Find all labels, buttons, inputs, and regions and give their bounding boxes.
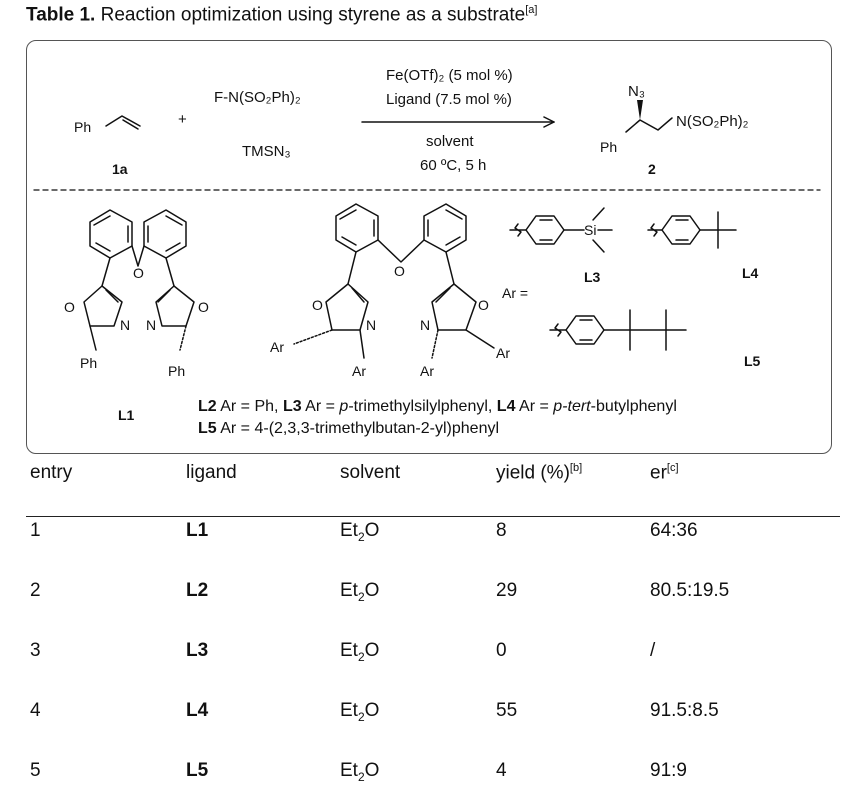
- l2-o-left: O: [312, 297, 323, 313]
- l2-structure: [293, 203, 495, 359]
- reagent-nfsi: F-N(SO₂Ph)₂: [214, 89, 301, 106]
- header-er: er[c]: [650, 462, 679, 484]
- header-yield: yield (%)[b]: [496, 462, 583, 484]
- l1-o-left: O: [64, 299, 75, 315]
- l2-o-bridge: O: [394, 263, 405, 279]
- product-n3: N₃: [628, 83, 645, 100]
- l3-label: L3: [584, 269, 601, 285]
- l2-n-left: N: [366, 317, 376, 333]
- cell-er: 91:9: [650, 760, 687, 781]
- reagent-tmsn3: TMSN₃: [242, 143, 291, 160]
- header-ligand: ligand: [186, 462, 237, 483]
- header-rule: [26, 516, 840, 517]
- condition-solvent: solvent: [426, 133, 474, 150]
- cell-entry: 3: [30, 640, 41, 661]
- cell-er: 80.5:19.5: [650, 580, 730, 601]
- l3-si: Si: [584, 222, 596, 238]
- cell-entry: 1: [30, 520, 41, 541]
- cell-ligand: L1: [186, 520, 209, 541]
- table-caption: Table 1. Reaction optimization using sty…: [26, 4, 537, 26]
- l2-n-right: N: [420, 317, 430, 333]
- l3-structure: [509, 207, 613, 253]
- l1-ph-right: Ph: [168, 363, 185, 379]
- l4-structure: [647, 211, 737, 249]
- cell-yield: 0: [496, 640, 507, 661]
- styrene-bonds: [105, 115, 141, 130]
- caption-label: Table 1.: [26, 4, 96, 26]
- l2-ar-3: Ar: [420, 363, 434, 379]
- cell-yield: 55: [496, 700, 518, 721]
- results-table: entry ligand solvent yield (%)[b] er[c] …: [0, 456, 846, 787]
- product-bonds: [625, 117, 673, 133]
- cell-yield: 29: [496, 580, 518, 601]
- cell-entry: 5: [30, 760, 41, 781]
- l1-label: L1: [118, 407, 135, 423]
- cell-ligand: L3: [186, 640, 209, 661]
- l2-o-right: O: [478, 297, 489, 313]
- l1-n-left: N: [120, 317, 130, 333]
- cell-solvent: Et2O: [340, 580, 380, 604]
- ligand-legend-line-1: L2 Ar = Ph, L3 Ar = p-trimethylsilylphen…: [198, 398, 677, 415]
- caption-footnote: [a]: [525, 4, 538, 16]
- cell-ligand: L4: [186, 700, 209, 721]
- ar-equals: Ar =: [502, 285, 528, 301]
- l5-structure: [549, 309, 687, 351]
- condition-catalyst: Fe(OTf)₂ (5 mol %): [386, 67, 513, 84]
- cell-solvent: Et2O: [340, 700, 380, 724]
- l2-ar-1: Ar: [270, 339, 284, 355]
- cell-ligand: L2: [186, 580, 209, 601]
- substrate-label: 1a: [112, 161, 128, 177]
- condition-ligand: Ligand (7.5 mol %): [386, 91, 512, 108]
- condition-temp-time: 60 ºC, 5 h: [420, 157, 486, 174]
- l4-label: L4: [742, 265, 759, 281]
- cell-yield: 8: [496, 520, 507, 541]
- reaction-arrowhead: [543, 116, 555, 128]
- cell-entry: 2: [30, 580, 41, 601]
- cell-ligand: L5: [186, 760, 209, 781]
- reaction-scheme: Ph 1a + F-N(SO₂Ph)₂ TMSN₃ Fe(OTf)₂ (5 mo…: [33, 67, 821, 423]
- substrate-ph: Ph: [74, 119, 91, 135]
- l5-label: L5: [744, 353, 761, 369]
- reaction-scheme-frame: [26, 40, 832, 454]
- cell-entry: 4: [30, 700, 41, 721]
- l1-o-bridge: O: [133, 265, 144, 281]
- l2-ar-4: Ar: [496, 345, 510, 361]
- product-ph: Ph: [600, 139, 617, 155]
- product-label: 2: [648, 161, 656, 177]
- cell-er: /: [650, 640, 656, 661]
- caption-text: Reaction optimization using styrene as a…: [95, 4, 526, 26]
- cell-solvent: Et2O: [340, 760, 380, 784]
- l1-n-right: N: [146, 317, 156, 333]
- header-solvent: solvent: [340, 462, 401, 483]
- cell-yield: 4: [496, 760, 507, 781]
- cell-er: 91.5:8.5: [650, 700, 719, 721]
- l1-o-right: O: [198, 299, 209, 315]
- product-sulfonimide: N(SO₂Ph)₂: [676, 113, 749, 130]
- l1-ph-left: Ph: [80, 355, 97, 371]
- l2-ar-2: Ar: [352, 363, 366, 379]
- ligand-legend-line-2: L5 Ar = 4-(2,3,3-trimethylbutan-2-yl)phe…: [198, 420, 500, 437]
- cell-solvent: Et2O: [340, 520, 380, 544]
- cell-solvent: Et2O: [340, 640, 380, 664]
- cell-er: 64:36: [650, 520, 698, 541]
- l1-structure: [83, 209, 195, 351]
- plus-sign: +: [178, 111, 187, 128]
- header-entry: entry: [30, 462, 73, 483]
- product-wedge: [637, 100, 643, 120]
